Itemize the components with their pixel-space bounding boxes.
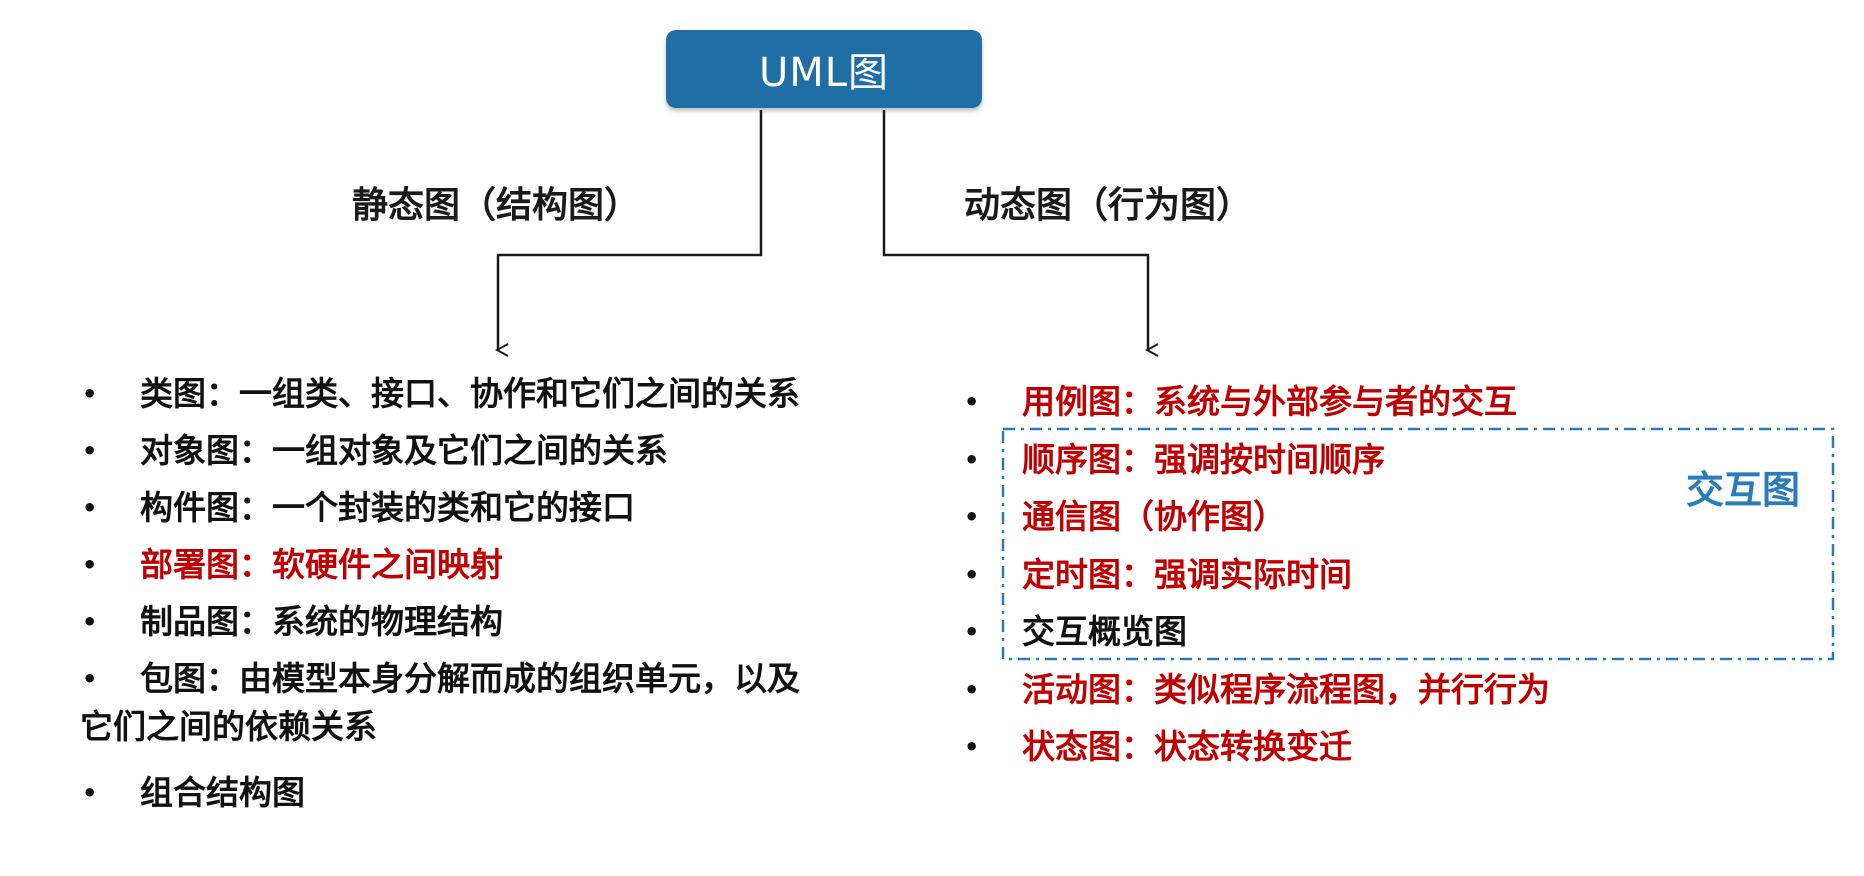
dynamic-item-text: 顺序图：强调按时间顺序 xyxy=(1022,439,1385,479)
static-list-item: • 类图：一组类、接口、协作和它们之间的关系 xyxy=(80,370,880,427)
bullet-icon: • xyxy=(82,665,98,693)
bullet-icon: • xyxy=(964,618,980,646)
dynamic-list-item: • 用例图：系统与外部参与者的交互 xyxy=(962,378,1762,436)
dynamic-list-item: • 定时图：强调实际时间 xyxy=(962,551,1762,609)
static-list-item: • 组合结构图 xyxy=(80,769,880,826)
dynamic-list-item: • 顺序图：强调按时间顺序 xyxy=(962,436,1762,494)
bullet-icon: • xyxy=(964,503,980,531)
dynamic-branch-label: 动态图（行为图） xyxy=(964,185,1253,226)
static-list-item: • 构件图：一个封装的类和它的接口 xyxy=(80,484,880,541)
static-list-item: • 部署图：软硬件之间映射 xyxy=(80,541,880,598)
dynamic-item-text: 通信图（协作图） xyxy=(1022,497,1286,536)
static-item-text: 对象图：一组对象及它们之间的关系 xyxy=(140,431,668,470)
bullet-icon: • xyxy=(82,551,98,579)
bullet-icon: • xyxy=(964,560,980,589)
bullet-icon: • xyxy=(82,437,98,465)
static-item-text: 制品图：系统的物理结构 xyxy=(140,602,503,641)
static-list-item: • 对象图：一组对象及它们之间的关系 xyxy=(80,427,880,484)
dynamic-list-item: • 状态图：状态转换变迁 xyxy=(962,723,1762,781)
static-list-item: • 包图：由模型本身分解而成的组织单元，以及它们之间的依赖关系 xyxy=(80,655,880,769)
static-item-text: 部署图：软硬件之间映射 xyxy=(140,545,503,584)
static-item-text-continuation: 它们之间的依赖关系 xyxy=(80,707,377,746)
root-node-uml: UML图 xyxy=(666,30,982,108)
static-list-item: • 制品图：系统的物理结构 xyxy=(80,598,880,655)
static-item-text: 类图：一组类、接口、协作和它们之间的关系 xyxy=(140,374,800,413)
bullet-icon: • xyxy=(82,779,98,807)
dynamic-item-text: 状态图：状态转换变迁 xyxy=(1022,727,1352,766)
dynamic-list-item: • 活动图：类似程序流程图，并行行为 xyxy=(962,666,1762,724)
bullet-icon: • xyxy=(82,380,98,408)
static-item-text: 构件图：一个封装的类和它的接口 xyxy=(140,488,635,527)
dynamic-item-text: 活动图：类似程序流程图，并行行为 xyxy=(1022,669,1550,709)
dynamic-item-text: 定时图：强调实际时间 xyxy=(1022,554,1352,594)
static-branch-label: 静态图（结构图） xyxy=(352,185,641,226)
dynamic-item-text: 用例图：系统与外部参与者的交互 xyxy=(1022,382,1517,421)
static-item-text: 组合结构图 xyxy=(140,773,305,812)
static-connector-arrow xyxy=(498,110,763,350)
dynamic-item-text: 交互概览图 xyxy=(1022,612,1187,651)
interaction-group-label: 交互图 xyxy=(1686,468,1801,512)
static-diagram-list: • 类图：一组类、接口、协作和它们之间的关系 • 对象图：一组对象及它们之间的关系 • 构… xyxy=(80,370,880,826)
bullet-icon: • xyxy=(964,388,980,416)
dynamic-list-item: • 交互概览图 xyxy=(962,608,1762,666)
dynamic-list-item: • 通信图（协作图） xyxy=(962,493,1762,551)
root-node-label: UML图 xyxy=(758,50,890,96)
bullet-icon: • xyxy=(82,608,98,636)
dynamic-diagram-list: • 用例图：系统与外部参与者的交互 • 顺序图：强调按时间顺序 • 通信图（协作图） • 定时… xyxy=(962,378,1762,781)
bullet-icon: • xyxy=(82,494,98,522)
dynamic-connector-arrow xyxy=(882,110,1148,350)
static-item-text: 包图：由模型本身分解而成的组织单元，以及 xyxy=(140,659,800,698)
bullet-icon: • xyxy=(964,675,980,704)
bullet-icon: • xyxy=(964,733,980,761)
bullet-icon: • xyxy=(964,445,980,474)
